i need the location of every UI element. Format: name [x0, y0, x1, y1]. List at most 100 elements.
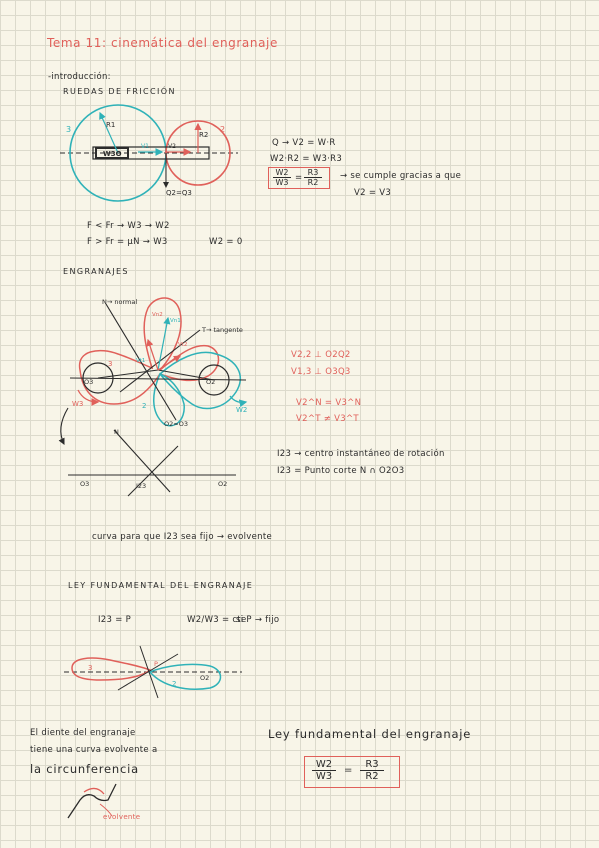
friction-ratio-eq: = [295, 173, 303, 183]
velocity-vn2 [157, 316, 171, 371]
friction-eq-1: Q → V2 = W·R [272, 138, 336, 148]
radius-r3-label: R1 [106, 121, 115, 129]
vt2-label: Vt2 [178, 342, 187, 348]
icr-def-1: I23 → centro instantáneo de rotación [277, 449, 445, 459]
transition-arrow [58, 407, 69, 445]
friction-wheel-2-label: 2 [220, 125, 225, 134]
normal-line [105, 303, 177, 421]
summary-num: W2 [312, 759, 336, 771]
summary-rnum: R3 [360, 759, 384, 771]
vn1-label: Vn1 [170, 318, 181, 324]
icr-o3-label: O3 [80, 480, 89, 488]
friction-ratio-frac-right: R3 R2 [304, 168, 322, 187]
summary-rden: R2 [365, 771, 379, 782]
law-condition: si P → fijo [236, 615, 280, 625]
tooth-note-1: El diente del engranaje [30, 728, 136, 738]
velocity-v2-label: V2 [168, 143, 176, 150]
law-o2-label: O2 [200, 674, 209, 682]
friction-link [92, 146, 210, 160]
friction-note-2: V2 = V3 [354, 188, 392, 198]
velocity-vn1 [146, 338, 159, 371]
friction-wheel-3-label: 3 [66, 125, 71, 134]
law-i23-p: I23 = P [98, 615, 132, 625]
tangent-label: T→ tangente [201, 326, 243, 334]
tooth-profile [67, 783, 117, 819]
o3-label: O3 [84, 378, 93, 386]
contact-label: Q2=Q3 [166, 189, 192, 197]
friction-condition-2b: W2 = 0 [209, 237, 243, 247]
law-normal [139, 645, 159, 699]
rotation-arrow-w3 [77, 389, 100, 406]
law-tangent [117, 653, 179, 691]
radius-r2-label: R2 [199, 131, 208, 139]
friction-ratio-rnum: R3 [304, 168, 322, 178]
center-line [69, 377, 247, 381]
rotation-arrow-w2 [229, 395, 248, 408]
gears-eq-4: V2^T ≠ V3^T [296, 414, 359, 424]
intro-subheading: RUEDAS DE FRICCIÓN [63, 87, 176, 96]
friction-condition-2: F > Fr = μN → W3 [87, 237, 168, 247]
icr-o2-label: O2 [218, 480, 227, 488]
law-gear-3 [71, 657, 152, 681]
velocity-v3-label: V1 [141, 143, 149, 150]
page-title: Tema 11: cinemática del engranaje [47, 36, 278, 50]
evolvente-label: evolvente [103, 813, 141, 821]
contact-point-label: O2=O3 [164, 420, 188, 428]
velocity-vt2 [157, 355, 182, 371]
friction-ratio-num: W2 [273, 168, 291, 178]
gears-eq-3: V2^N = V3^N [296, 398, 362, 408]
icr-i23-label: I23 [136, 482, 146, 490]
tooth-note-2: tiene una curva evolvente a [30, 745, 158, 755]
friction-ratio-frac-left: W2 W3 [273, 168, 291, 187]
involute-condition: curva para que I23 sea fijo → evolvente [92, 532, 272, 542]
tooth-note-3: la circunferencia [30, 762, 139, 776]
gear-3-outline [78, 297, 220, 405]
intro-heading: -introducción: [48, 72, 111, 82]
vn2-label: Vn2 [152, 312, 163, 318]
icr-tangent [127, 445, 179, 497]
w3-label: W3 [72, 400, 83, 408]
friction-wheels-figure: 3 2 R1 R2 W3O V1 V2 Q2=Q3 [60, 104, 238, 202]
summary-eq: = [344, 765, 353, 776]
normal-label: N→ normal [102, 298, 137, 306]
law-ratio: W2/W3 = cte [187, 615, 247, 625]
ray-o2 [157, 369, 215, 381]
tooth-figure [67, 783, 117, 819]
gears-heading: ENGRANAJES [63, 267, 129, 276]
ray-o3 [97, 369, 159, 379]
summary-den: W3 [315, 771, 333, 782]
law-gear-2 [148, 663, 222, 690]
law-figure: 3 2 O2 P [64, 645, 242, 699]
icr-def-2: I23 = Punto corte N ∩ O2O3 [277, 466, 405, 476]
radius-r3 [99, 111, 119, 154]
w2-label: W2 [236, 406, 247, 414]
friction-eq-2: W2·R2 = W3·R3 [270, 154, 343, 164]
gears-eq-1: V2,2 ⊥ O2Q2 [291, 350, 351, 360]
law-p-label: P [154, 660, 158, 668]
gears-eq-2: V1,3 ⊥ O3Q3 [291, 367, 351, 377]
friction-ratio-box [268, 167, 330, 189]
friction-link-hatch [95, 147, 129, 159]
gear-3-number: 3 [108, 360, 112, 368]
tooth-involute [83, 787, 105, 795]
friction-ratio-den: W3 [275, 178, 289, 187]
summary-title: Ley fundamental del engranaje [268, 727, 472, 741]
icr-figure: N O3 I23 O2 [68, 428, 236, 497]
summary-frac-right: R3 R2 [360, 759, 384, 782]
tooth-involute-2 [99, 803, 113, 817]
gear-2-outline [153, 351, 241, 427]
law-gear-2-label: 2 [172, 680, 176, 688]
friction-ratio-rden: R2 [307, 178, 319, 187]
friction-condition-1: F < Fr → W3 → W2 [87, 221, 170, 231]
icr-n-label: N [114, 428, 119, 436]
friction-link-label: W3O [103, 150, 122, 158]
vt1-label: Vt1 [136, 358, 145, 364]
law-gear-3-label: 3 [88, 664, 92, 672]
summary-frac-left: W2 W3 [312, 759, 336, 782]
icr-normal [113, 429, 171, 493]
gears-figure: N→ normal T→ tangente Vn2 Vt2 Vn1 Vt1 O3… [58, 297, 248, 445]
gear-2-number: 2 [142, 402, 146, 410]
friction-note: → se cumple gracias a que [340, 171, 462, 181]
o2-label: O2 [206, 378, 215, 386]
